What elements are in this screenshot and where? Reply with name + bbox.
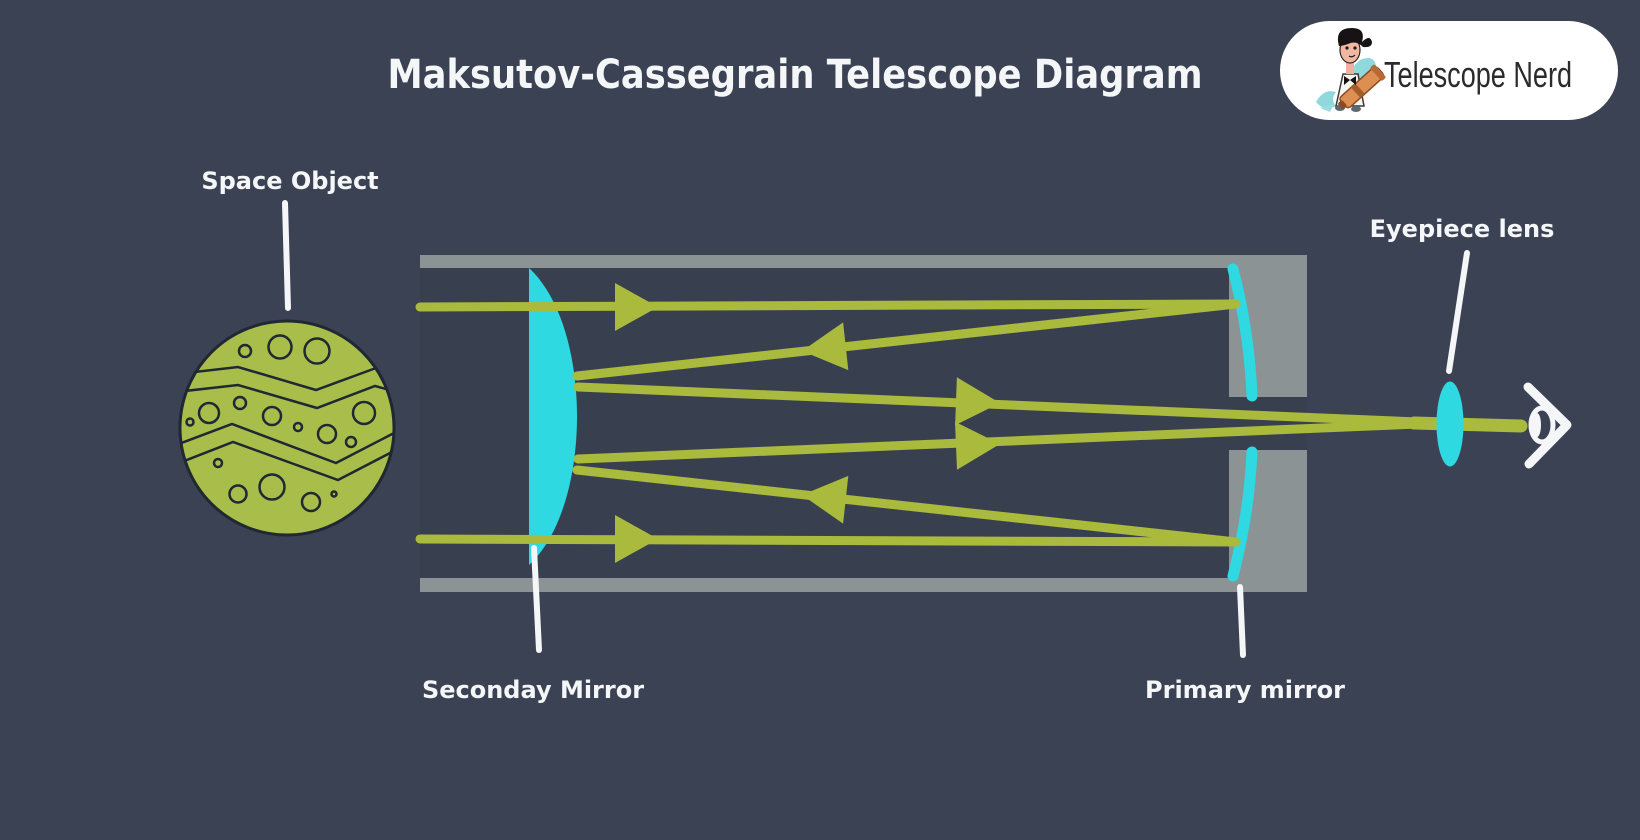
- light-rays: [415, 283, 1528, 563]
- space-object-planet: [178, 319, 396, 537]
- space-object-label: Space Object: [201, 167, 378, 195]
- nerd-character-icon: [1316, 28, 1386, 112]
- space-object-pointer-line: [282, 200, 291, 311]
- secondary-mirror-pointer-line: [531, 545, 542, 653]
- eyepiece-pointer-line: [1446, 250, 1470, 374]
- light-ray-reflected-top: [572, 299, 1241, 381]
- arrowhead-right-icon: [955, 421, 1000, 470]
- secondary-mirror-lens: [529, 268, 577, 565]
- arrowhead-left-icon: [802, 322, 849, 371]
- page-title: Maksutov-Cassegrain Telescope Diagram: [388, 52, 1203, 98]
- arrowhead-right-icon: [615, 283, 658, 331]
- tube-top-wall: [420, 255, 1307, 268]
- primary-mirror-upper: [1227, 263, 1258, 402]
- planet-circle: [178, 319, 396, 537]
- eyepiece-lens: [1436, 381, 1464, 467]
- light-ray-incoming-top: [415, 299, 1241, 312]
- primary-mirror-lower: [1227, 446, 1258, 582]
- primary-mirror-pointer-line: [1237, 584, 1246, 658]
- logo-text: Telescope Nerd: [1384, 54, 1572, 95]
- arrowhead-right-icon: [615, 515, 658, 563]
- light-ray-incoming-bottom: [415, 534, 1241, 547]
- eyepiece-label: Eyepiece lens: [1370, 215, 1555, 243]
- arrowhead-right-icon: [955, 377, 1000, 426]
- light-ray-reflected-bottom: [572, 465, 1241, 547]
- tube-bottom-wall: [420, 578, 1307, 592]
- telescope-nerd-logo: Telescope Nerd: [1280, 21, 1618, 120]
- arrowhead-left-icon: [802, 475, 849, 524]
- planet-craters: [185, 334, 377, 513]
- eye-icon: [1523, 382, 1572, 469]
- light-ray-to-eye: [1407, 416, 1528, 433]
- primary-mirror-label: Primary mirror: [1145, 676, 1345, 704]
- light-ray-exit-upper: [573, 382, 1423, 427]
- secondary-mirror-label: Seconday Mirror: [422, 676, 644, 704]
- light-ray-exit-lower: [573, 419, 1423, 464]
